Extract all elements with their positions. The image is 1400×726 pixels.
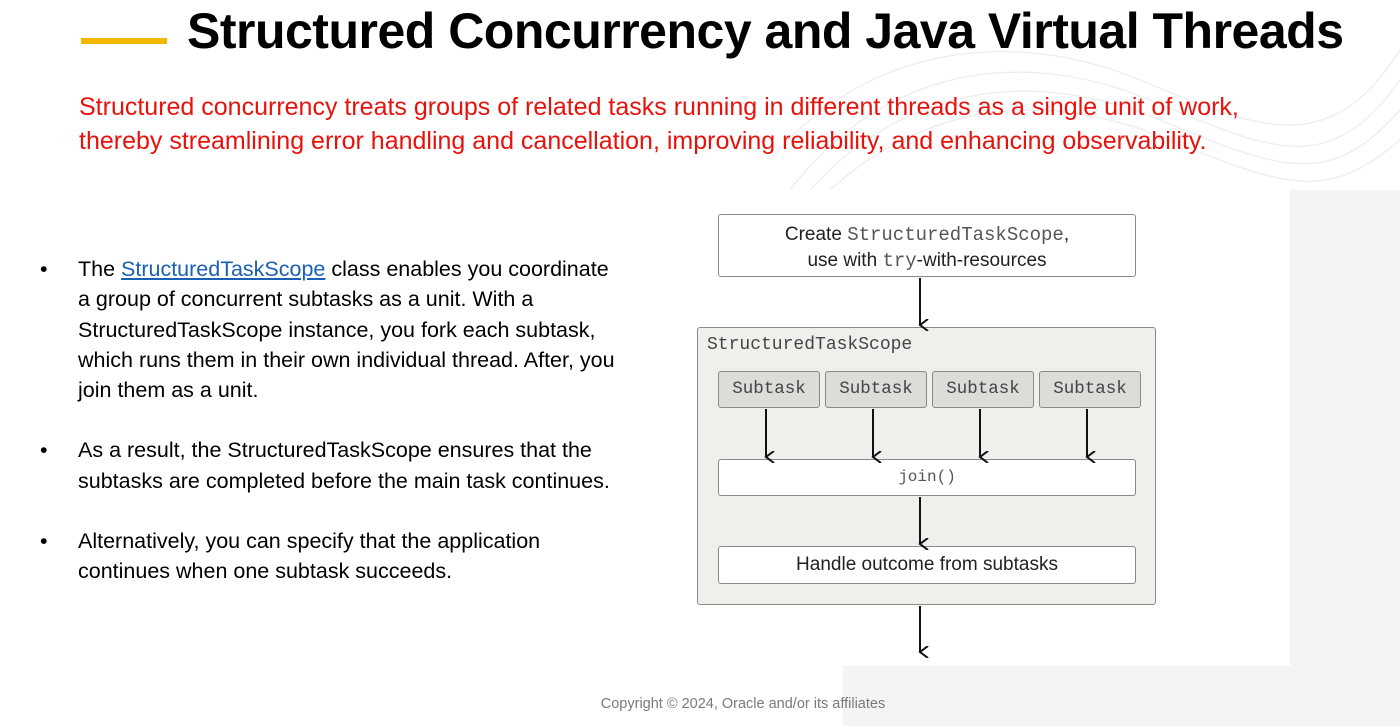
title-accent-line xyxy=(81,38,167,44)
create-scope-box: Create StructuredTaskScope, use with try… xyxy=(718,214,1136,277)
bullet-item: • Alternatively, you can specify that th… xyxy=(40,526,620,587)
subtask-box-3: Subtask xyxy=(932,371,1034,408)
create-box-line-2: use with try-with-resources xyxy=(719,248,1135,274)
subtask-box-2: Subtask xyxy=(825,371,927,408)
create-suffix: , xyxy=(1063,224,1070,245)
bullet-dot: • xyxy=(40,257,48,281)
structuredtaskscope-link[interactable]: StructuredTaskScope xyxy=(121,257,326,281)
bullet-list: • The StructuredTaskScope class enables … xyxy=(40,254,620,617)
bullet-text-rest: class enables you coordinate a group of … xyxy=(78,257,615,403)
page-subtitle: Structured concurrency treats groups of … xyxy=(79,93,1239,155)
try-code: try xyxy=(882,250,917,272)
bullet-item: • As a result, the StructuredTaskScope e… xyxy=(40,435,620,496)
bullet-item: • The StructuredTaskScope class enables … xyxy=(40,254,620,405)
scope-label: StructuredTaskScope xyxy=(707,335,913,355)
use-with-text: use with xyxy=(807,250,883,271)
bullet-text: As a result, the StructuredTaskScope ens… xyxy=(78,438,610,493)
create-box-line-1: Create StructuredTaskScope, xyxy=(719,222,1135,248)
background-texture xyxy=(770,49,1400,190)
create-code: StructuredTaskScope xyxy=(847,224,1064,246)
join-box: join() xyxy=(718,459,1136,496)
bullet-dot: • xyxy=(40,438,48,463)
bullet-text-prefix: The xyxy=(78,257,122,281)
with-resources-text: -with-resources xyxy=(916,250,1047,271)
subtask-box-4: Subtask xyxy=(1039,371,1141,408)
subtask-box-1: Subtask xyxy=(718,371,820,408)
handle-outcome-box: Handle outcome from subtasks xyxy=(718,546,1136,584)
copyright-footer: Copyright © 2024, Oracle and/or its affi… xyxy=(600,696,886,712)
bullet-dot: • xyxy=(40,529,48,554)
bullet-text: Alternatively, you can specify that the … xyxy=(78,529,541,584)
page-title: Structured Concurrency and Java Virtual … xyxy=(187,3,1344,59)
create-text: Create xyxy=(784,224,848,245)
